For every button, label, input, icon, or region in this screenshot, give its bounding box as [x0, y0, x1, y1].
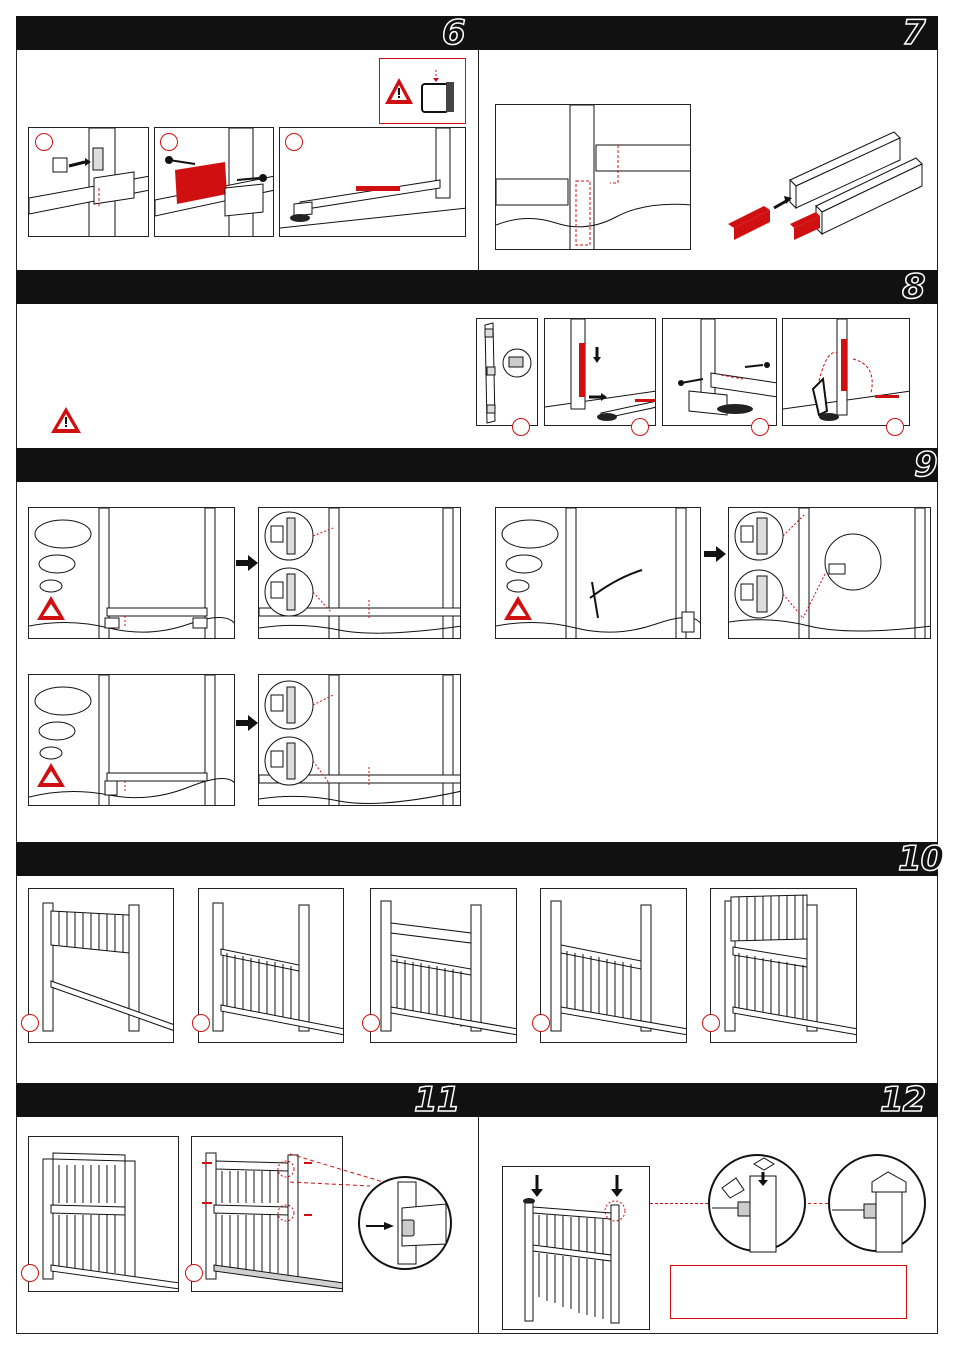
step-9-panel-2b [728, 507, 931, 639]
step-9-panel-3a [28, 674, 235, 806]
step-6-number: 6 [442, 13, 465, 53]
step-8-marker-2 [631, 418, 649, 436]
step-9-panel-3b [258, 674, 461, 806]
step-6-panel-3 [279, 127, 466, 237]
step-8-marker-4 [886, 418, 904, 436]
step-11-zoom-circle [356, 1174, 454, 1272]
arrow-right-icon [704, 546, 726, 562]
step-8-panel-3 [662, 318, 777, 426]
step-12-zoom-cap-install [706, 1152, 808, 1254]
step-11-number: 11 [414, 1080, 459, 1120]
step-10-panel-3 [370, 888, 517, 1043]
step-6-7-header: 6 7 [16, 16, 938, 50]
step-10-marker-5 [702, 1014, 720, 1032]
arrow-right-icon [236, 555, 258, 571]
step-7-panel-post [495, 104, 691, 250]
step-6-marker-1 [35, 133, 53, 151]
step-9-header: 9 [16, 448, 938, 482]
step-7-posts-illustration [724, 130, 924, 250]
step-10-panel-1 [28, 888, 174, 1043]
step-12-zoom-cap-finished [826, 1152, 928, 1254]
arrow-right-icon [236, 715, 258, 731]
step-12-note-box [670, 1265, 907, 1319]
step-9-panel-1a [28, 507, 235, 639]
warning-triangle-icon [50, 406, 82, 434]
step-8-number: 8 [902, 267, 925, 307]
step-8-panel-2 [544, 318, 656, 426]
divider-6-7 [478, 50, 479, 270]
step-11-marker-2 [185, 1264, 203, 1282]
end-cap-icon [420, 70, 458, 116]
step-7-number: 7 [902, 13, 925, 53]
step-8-panel-1 [476, 318, 538, 426]
step-10-panel-2 [198, 888, 344, 1043]
step-11-marker-1 [21, 1264, 39, 1282]
step-11-panel-1 [28, 1136, 179, 1292]
step-12-callout-line-1 [650, 1203, 708, 1205]
step-6-marker-3 [285, 133, 303, 151]
step-10-panel-4 [540, 888, 687, 1043]
step-12-callout-line-2 [808, 1203, 828, 1205]
step-10-marker-3 [362, 1014, 380, 1032]
step-10-marker-4 [532, 1014, 550, 1032]
step-8-header: 8 [16, 270, 938, 304]
step-12-number: 12 [880, 1080, 925, 1120]
step-8-marker-1 [512, 418, 530, 436]
step-6-marker-2 [160, 133, 178, 151]
divider-11-12 [478, 1117, 479, 1334]
step-8-panel-4 [782, 318, 910, 426]
step-9-panel-1b [258, 507, 461, 639]
warning-triangle-icon [384, 77, 414, 105]
step-10-marker-2 [192, 1014, 210, 1032]
step-9-number: 9 [914, 445, 937, 485]
step-10-marker-1 [21, 1014, 39, 1032]
step-11-12-header: 11 12 [16, 1083, 938, 1117]
step-9-panel-2a [495, 507, 701, 639]
step-8-marker-3 [751, 418, 769, 436]
step-12-panel-gate [502, 1166, 650, 1330]
step-10-header: 10 [16, 842, 938, 876]
step-10-panel-5 [710, 888, 857, 1043]
step-10-number: 10 [898, 839, 943, 879]
